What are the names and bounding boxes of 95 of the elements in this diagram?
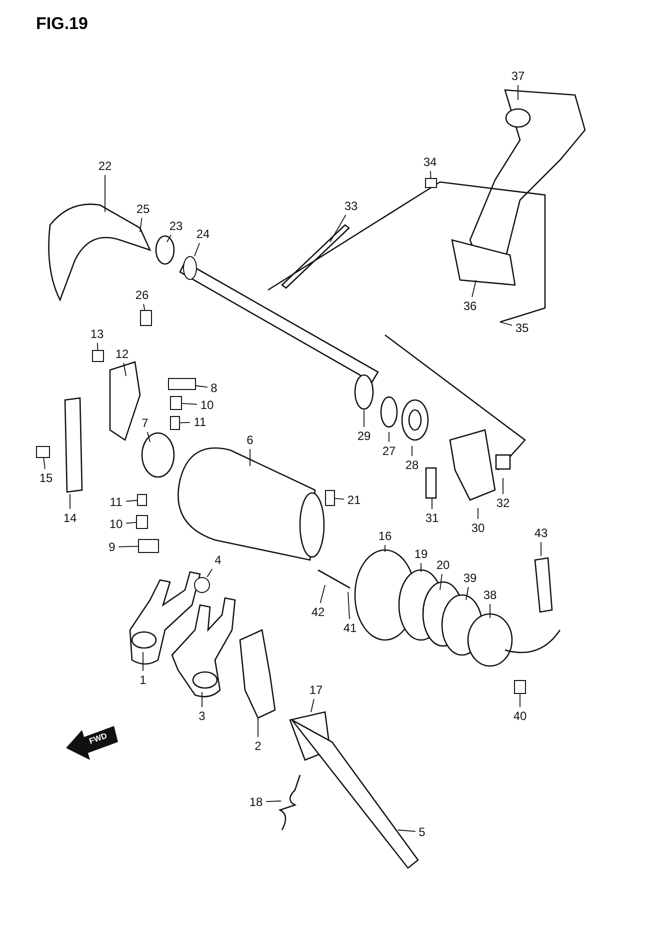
leader-line — [142, 652, 144, 672]
leader-line — [334, 498, 344, 500]
leader-line — [180, 422, 190, 424]
callout-number: 14 — [63, 511, 77, 525]
leader-line — [440, 574, 442, 590]
small-part — [325, 490, 335, 506]
leader-line — [384, 544, 386, 552]
leader-line — [266, 800, 282, 802]
leader-line — [96, 342, 98, 350]
callout-number: 36 — [463, 299, 477, 313]
leader-line — [540, 542, 542, 556]
callout-number: 7 — [142, 416, 148, 430]
leader-line — [348, 592, 350, 620]
callout-number: 34 — [423, 155, 437, 169]
callout-number: 16 — [378, 529, 392, 543]
leader-line — [126, 522, 136, 524]
small-part — [138, 539, 159, 553]
leader-line — [194, 242, 200, 256]
figure-title: FIG.19 — [36, 14, 88, 34]
small-part — [170, 416, 180, 430]
leader-line — [500, 322, 512, 326]
leader-line — [206, 568, 213, 578]
leader-line — [104, 174, 106, 212]
small-part — [36, 446, 50, 458]
ring-part — [183, 256, 197, 280]
leader-line — [126, 500, 138, 502]
callout-number: 29 — [357, 429, 371, 443]
small-part — [136, 515, 148, 529]
callout-number: 18 — [249, 795, 263, 809]
callout-number: 10 — [109, 517, 123, 531]
callout-number: 4 — [214, 553, 222, 567]
leader-line — [143, 304, 146, 310]
callout-number: 28 — [405, 458, 419, 472]
callout-number: 35 — [515, 321, 529, 335]
callout-number: 27 — [382, 444, 396, 458]
callout-number: 23 — [169, 219, 183, 233]
callout-number: 42 — [311, 605, 325, 619]
callout-number: 6 — [246, 433, 254, 447]
small-part — [425, 178, 437, 188]
leader-line — [140, 218, 142, 232]
leader-line — [320, 584, 326, 604]
callout-number: 9 — [108, 540, 116, 554]
callout-number: 2 — [254, 739, 262, 753]
callout-number: 17 — [309, 683, 323, 697]
leader-line — [388, 432, 390, 442]
callout-number: 12 — [115, 347, 129, 361]
callout-number: 10 — [200, 398, 214, 412]
callout-number: 21 — [347, 493, 361, 507]
small-part — [168, 378, 196, 390]
leader-line — [43, 458, 46, 470]
leader-line — [310, 698, 314, 712]
leader-line — [166, 234, 172, 242]
callout-number: 43 — [534, 526, 548, 540]
callout-number: 22 — [98, 159, 112, 173]
callout-number: 31 — [425, 511, 439, 525]
callout-number: 39 — [463, 571, 477, 585]
callout-number: 24 — [196, 227, 210, 241]
leader-line — [420, 562, 422, 572]
callout-number: 11 — [110, 495, 122, 509]
callout-number: 38 — [483, 588, 497, 602]
leader-line — [430, 170, 432, 178]
small-part — [170, 396, 182, 410]
small-part — [137, 494, 147, 506]
callout-number: 5 — [418, 825, 426, 839]
small-part — [92, 350, 104, 362]
callout-number: 37 — [511, 69, 525, 83]
callout-number: 26 — [135, 288, 149, 302]
callout-number: 32 — [496, 496, 510, 510]
leader-line — [196, 385, 208, 388]
leader-line — [472, 280, 476, 298]
callout-number: 1 — [140, 673, 146, 687]
callout-number: 41 — [343, 621, 357, 635]
callout-number: 20 — [436, 558, 450, 572]
leader-line — [330, 214, 346, 242]
callout-number: 19 — [414, 547, 428, 561]
small-part — [140, 310, 152, 326]
callout-number: 3 — [198, 709, 206, 723]
callout-number: 33 — [344, 199, 358, 213]
callout-number: 30 — [471, 521, 485, 535]
direction-label: FWD — [88, 731, 108, 746]
leader-line — [182, 402, 198, 405]
ring-part — [194, 577, 210, 593]
callout-number: 8 — [210, 381, 218, 395]
callout-number: 40 — [513, 709, 527, 723]
leader-line — [146, 432, 150, 442]
leader-line — [118, 546, 138, 548]
leader-line — [123, 362, 126, 376]
leader-line — [466, 586, 469, 600]
callout-number: 15 — [39, 471, 53, 485]
leader-line — [398, 830, 416, 832]
leader-line — [502, 478, 504, 494]
small-part — [514, 680, 526, 694]
callout-number: 13 — [90, 327, 104, 341]
callout-number: 11 — [194, 415, 206, 429]
callout-number: 25 — [136, 202, 150, 216]
